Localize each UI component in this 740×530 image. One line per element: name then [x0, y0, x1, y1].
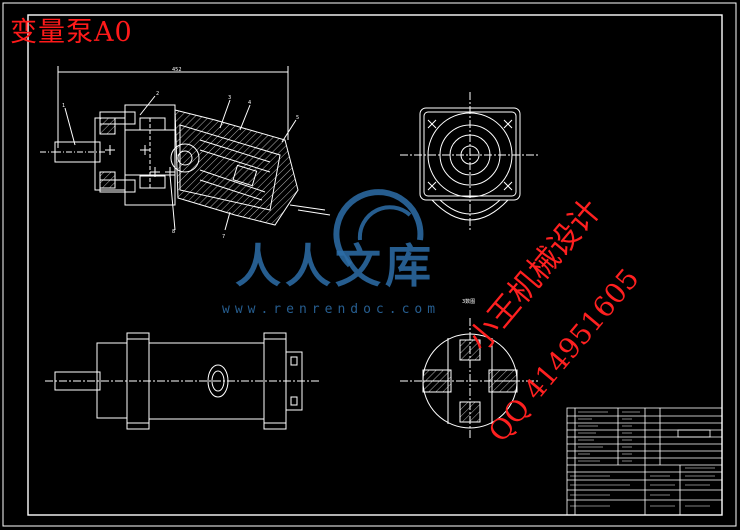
view-label: 3数图 — [462, 298, 475, 305]
front-view — [45, 332, 320, 430]
svg-text:452: 452 — [172, 67, 182, 73]
watermark-brand: 人人文库 — [235, 239, 435, 293]
svg-text:8: 8 — [172, 229, 175, 235]
sheet-inner-border — [27, 14, 723, 516]
svg-text:7: 7 — [222, 234, 225, 240]
end-view — [400, 92, 540, 230]
section-view: 4 5 2 — [40, 66, 331, 240]
title-block — [566, 407, 723, 516]
section-view-b: 3数图 — [400, 298, 540, 440]
svg-text:5: 5 — [296, 115, 299, 121]
watermark-url: www.renrendoc.com — [222, 302, 441, 317]
svg-text:3: 3 — [228, 95, 231, 101]
svg-text:4: 4 — [248, 100, 251, 106]
drawing-title: 变量泵A0 — [10, 17, 133, 48]
watermark-logo-icon — [333, 189, 424, 268]
svg-text:2: 2 — [156, 91, 159, 97]
svg-text:1: 1 — [62, 103, 65, 109]
